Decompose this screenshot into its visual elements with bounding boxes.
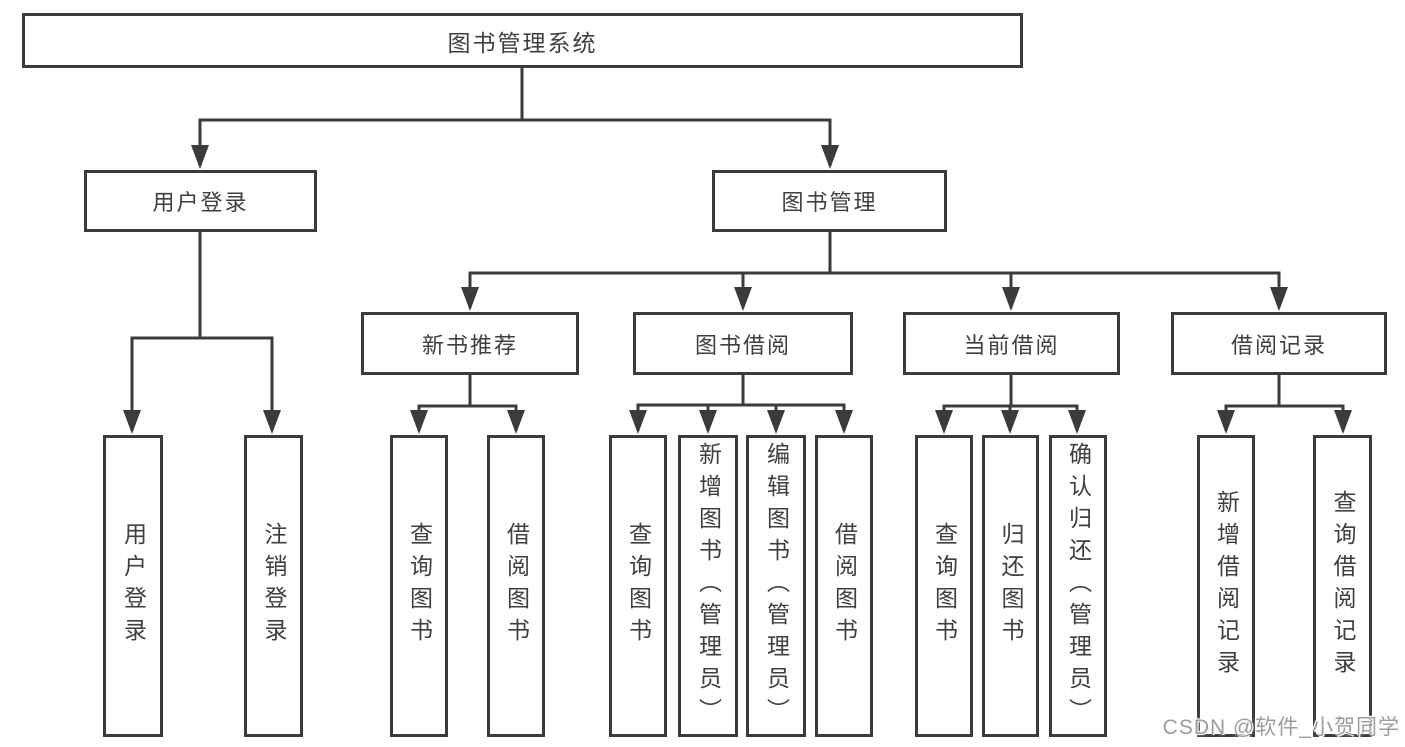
leaf-label: 归还图书 — [998, 522, 1024, 650]
leaf-user-login: 用户登录 — [103, 435, 163, 737]
node-new-book-recommendation: 新书推荐 — [361, 312, 579, 375]
node-borrowing-records: 借阅记录 — [1171, 312, 1387, 375]
node-label: 图书管理系统 — [447, 29, 598, 56]
node-label: 图书借阅 — [694, 332, 791, 358]
leaf-borrow-books: 借阅图书 — [815, 435, 873, 737]
leaf-edit-books-admin: 编辑图书（管理员） — [746, 435, 806, 737]
csdn-watermark: CSDN @软件_小贺同学 — [1162, 716, 1400, 739]
connector-current-borrowing — [942, 374, 1079, 408]
leaf-label: 注销登录 — [261, 522, 287, 650]
node-label: 新书推荐 — [421, 332, 518, 358]
connector-borrowing-records — [1224, 374, 1345, 408]
leaf-label: 查询图书 — [625, 522, 652, 650]
leaf-borrow-books-recommend: 借阅图书 — [487, 435, 545, 737]
leaf-add-borrow-record: 新增借阅记录 — [1197, 435, 1255, 737]
leaf-label: 查询借阅记录 — [1330, 490, 1356, 682]
leaf-query-books-current: 查询图书 — [915, 435, 973, 737]
leaf-label: 查询图书 — [406, 522, 433, 650]
leaf-label: 用户登录 — [120, 522, 147, 650]
leaf-return-books: 归还图书 — [982, 435, 1039, 737]
node-label: 当前借阅 — [963, 332, 1060, 358]
leaf-confirm-return-admin: 确认归还（管理员） — [1049, 435, 1107, 737]
leaf-label: 借阅图书 — [503, 522, 530, 650]
leaf-label: 借阅图书 — [831, 522, 858, 650]
leaf-add-books-admin: 新增图书（管理员） — [678, 435, 738, 737]
leaf-query-borrow-record: 查询借阅记录 — [1313, 435, 1372, 737]
node-label: 借阅记录 — [1230, 332, 1327, 358]
node-user-login: 用户登录 — [84, 170, 317, 232]
connector-book-borrowing — [636, 374, 846, 407]
leaf-label: 编辑图书（管理员） — [763, 442, 790, 730]
node-current-borrowing: 当前借阅 — [903, 312, 1120, 375]
leaf-logout: 注销登录 — [244, 435, 303, 737]
node-label: 图书管理 — [781, 190, 878, 215]
leaf-label: 新增图书（管理员） — [695, 442, 722, 730]
connector-root — [198, 66, 832, 122]
node-library-management-system: 图书管理系统 — [22, 13, 1023, 68]
leaf-label: 新增借阅记录 — [1213, 490, 1240, 682]
leaf-label: 确认归还（管理员） — [1065, 442, 1092, 730]
node-book-management: 图书管理 — [712, 170, 947, 232]
leaf-query-books-borrow: 查询图书 — [609, 435, 667, 737]
node-label: 用户登录 — [152, 190, 249, 215]
leaf-label: 查询图书 — [931, 522, 958, 650]
connector-new-book — [417, 374, 518, 408]
connector-book-management — [468, 231, 1281, 275]
connector-user-login — [130, 231, 274, 340]
node-book-borrowing: 图书借阅 — [633, 312, 853, 375]
leaf-query-books-recommend: 查询图书 — [390, 435, 448, 737]
